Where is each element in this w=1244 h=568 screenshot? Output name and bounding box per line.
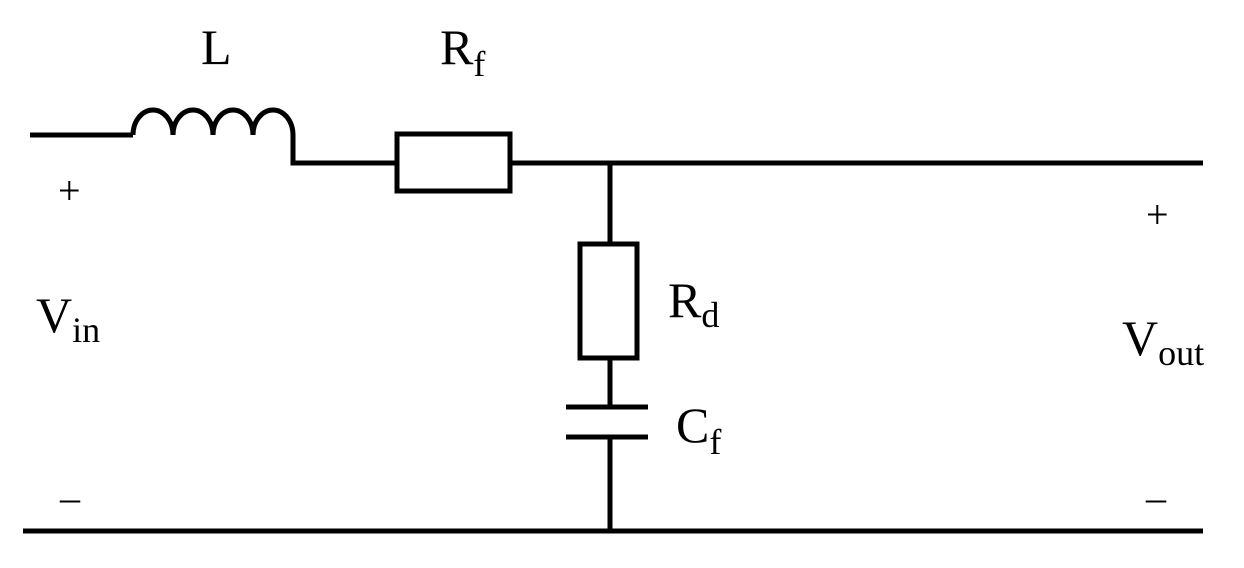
input-plus-sign: + [58,168,81,213]
inductor-to-resistor-wire [290,135,397,166]
resistor-rd [577,241,640,361]
resistor-rf-label: Rf [440,19,485,84]
output-minus-sign: – [1145,475,1167,520]
inductor-l [130,107,296,136]
capacitor-cf-label: Cf [676,397,721,462]
output-plus-sign: + [1146,192,1169,237]
resistor-rf [394,131,513,194]
input-minus-sign: – [59,475,81,520]
capacitor-cf [566,404,648,440]
input-voltage-label: Vin [36,287,100,350]
resistor-rd-label: Rd [668,272,719,335]
inductor-label: L [201,19,232,75]
output-voltage-label: Vout [1122,310,1204,373]
